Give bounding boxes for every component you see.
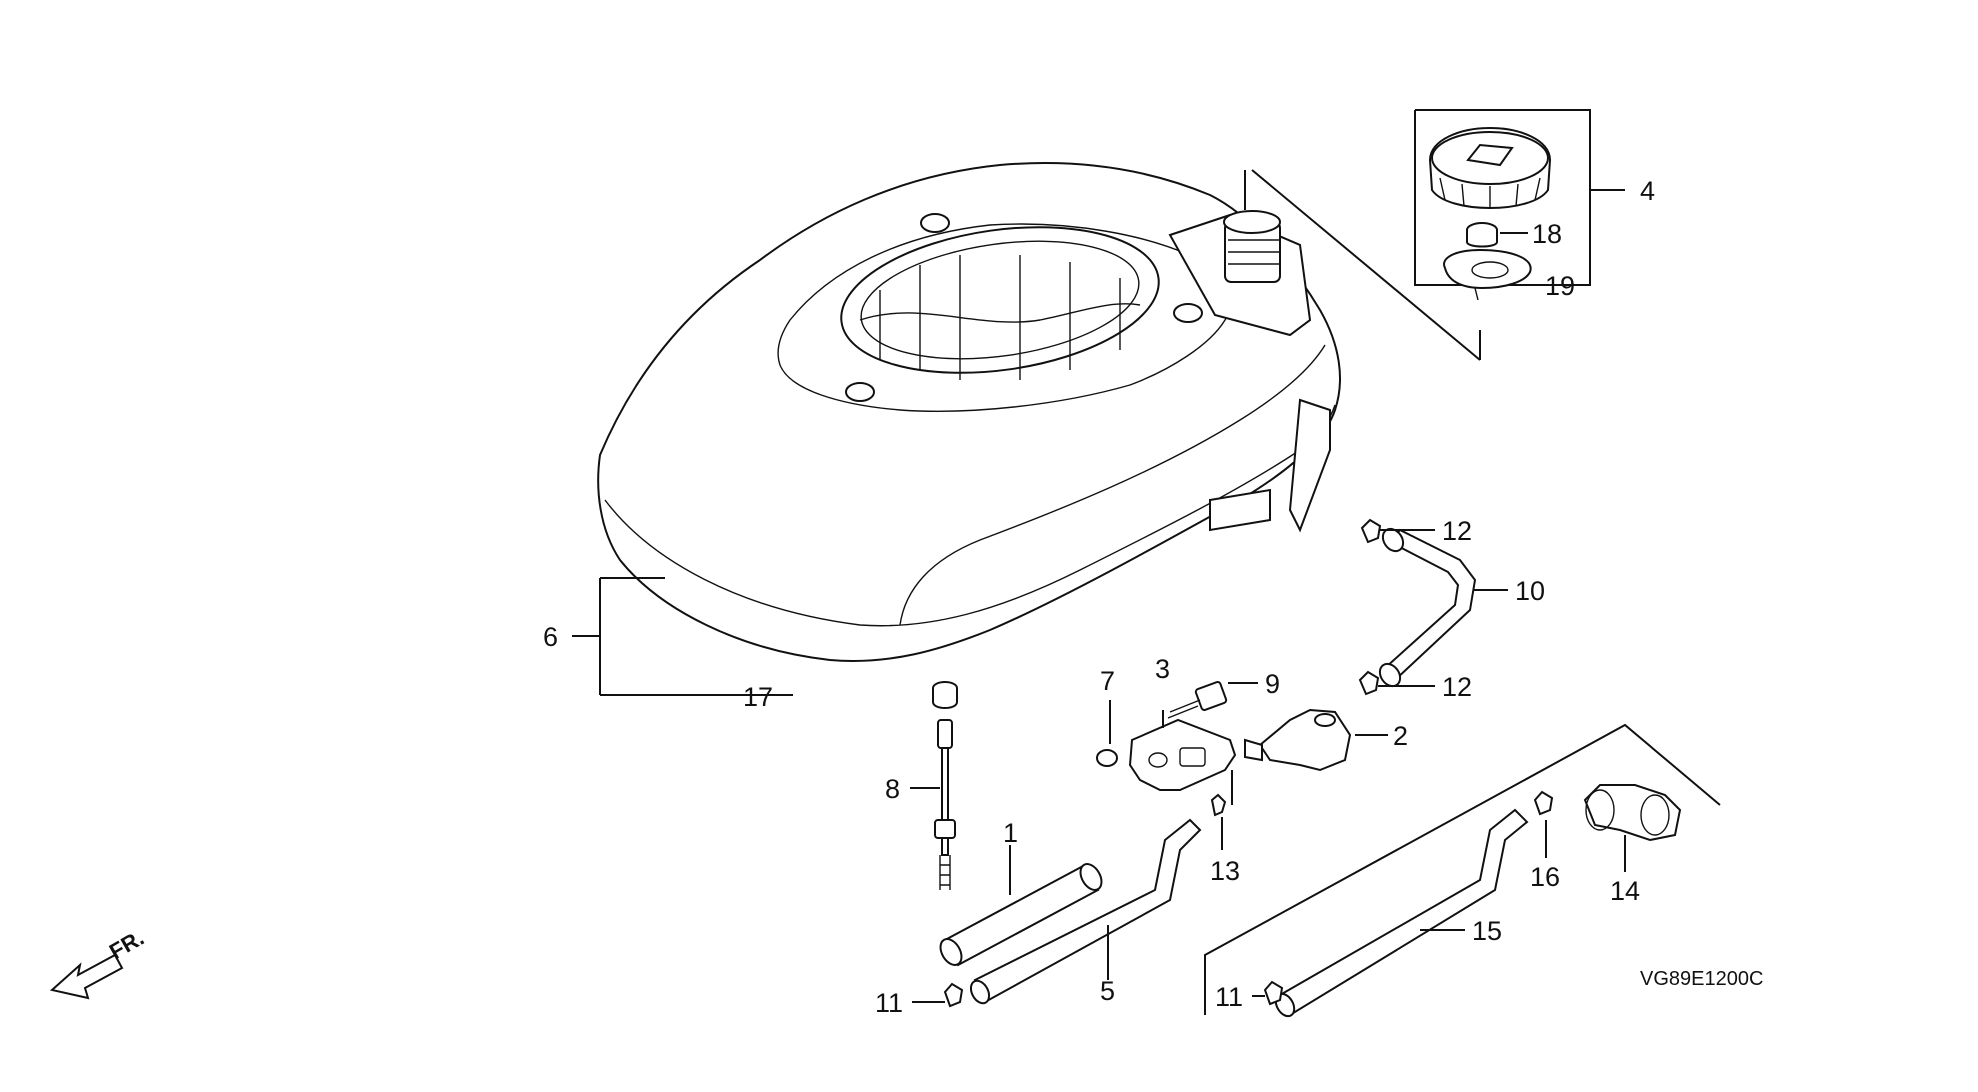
clip-11-left: [943, 982, 964, 1008]
callout-13: 13: [1210, 856, 1240, 886]
screw-9: [1167, 681, 1228, 719]
callout-10: 10: [1515, 576, 1545, 606]
clip-12-top: [1360, 518, 1382, 544]
callout-14: 14: [1610, 876, 1640, 906]
callout-12-top: 12: [1442, 516, 1472, 546]
callout-19: 19: [1545, 271, 1575, 301]
nut-7: [1096, 749, 1118, 767]
fuel-cap: [1428, 126, 1552, 210]
diagram-code: VG89E1200C: [1640, 968, 1763, 990]
callout-1: 1: [1003, 818, 1018, 848]
cap-tether: [1443, 248, 1532, 301]
bracket-3: [1128, 718, 1237, 791]
lower-right-group: [1204, 723, 1721, 1018]
callout-5: 5: [1100, 976, 1115, 1006]
callout-4: 4: [1640, 176, 1655, 206]
cap-gasket: [1466, 222, 1498, 248]
callout-15: 15: [1472, 916, 1502, 946]
fuel-tank-shroud: [597, 162, 1341, 662]
callout-17: 17: [743, 682, 773, 712]
callout-6: 6: [543, 622, 558, 652]
callout-11-right: 11: [1215, 982, 1243, 1012]
callout-2: 2: [1393, 721, 1408, 751]
fuel-cap-group: [1244, 109, 1625, 361]
clip-13: [1210, 793, 1227, 817]
callout-18: 18: [1532, 219, 1562, 249]
part-6-bracket: [572, 577, 793, 696]
callout-7: 7: [1100, 666, 1115, 696]
bolt-8: [934, 719, 956, 890]
callout-12-bottom: 12: [1442, 672, 1472, 702]
hose-10: [1378, 527, 1477, 688]
callout-8: 8: [885, 774, 900, 804]
tube-1: [939, 863, 1103, 967]
callout-9: 9: [1265, 669, 1280, 699]
grommet-17: [932, 681, 958, 709]
clip-12-bottom: [1358, 670, 1380, 696]
fuel-valve-2: [1244, 708, 1352, 772]
hose-5: [969, 818, 1202, 1005]
callout-labels: 1 2 3 4 5 6 7 8 9 10 11 11 12 12 13 14 1…: [543, 176, 1655, 1018]
front-direction-arrow: FR.: [49, 925, 148, 1000]
callout-11-left: 11: [875, 988, 903, 1018]
callout-16: 16: [1530, 862, 1560, 892]
callout-3: 3: [1155, 654, 1170, 684]
